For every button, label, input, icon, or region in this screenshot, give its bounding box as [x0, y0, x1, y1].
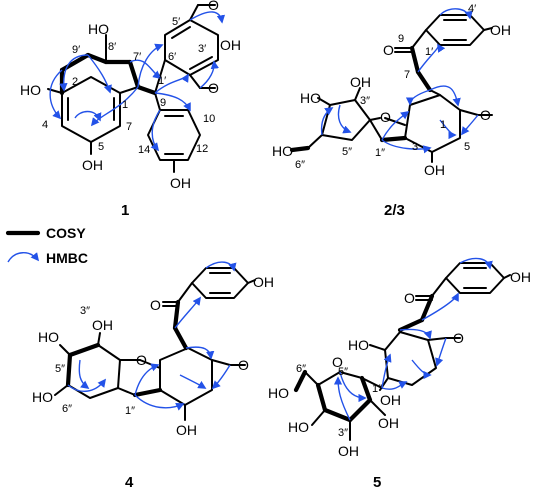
compound-4-label: 4 [125, 474, 134, 491]
c5-methoxy-o: O [453, 330, 464, 346]
c5-hmbc-arrow [459, 257, 493, 270]
c1-num: 1 [122, 99, 128, 111]
c1-num: 3′ [198, 43, 206, 55]
cosy-legend-label: COSY [46, 225, 86, 241]
c23-num: 5″ [342, 146, 352, 158]
c1-num: 8′ [108, 41, 116, 53]
c4-oh-label: OH [176, 422, 197, 438]
c1-num: 10 [203, 113, 215, 125]
c1-num: 9 [160, 97, 166, 109]
c4-num: 1″ [125, 405, 135, 417]
c23-num: 4′ [468, 3, 476, 15]
c23-num: 7 [404, 69, 410, 81]
c1-num: 7 [126, 121, 132, 133]
c5-oh-label: OH [338, 443, 359, 459]
c5-num: 5″ [338, 366, 348, 378]
c23-oh-label: OH [350, 74, 371, 90]
c4-ring-o: O [136, 352, 147, 368]
c1-oh-label: OH [220, 37, 241, 53]
legend: COSY HMBC [5, 225, 88, 266]
c5-carbonyl-o: O [404, 290, 415, 306]
c23-ring-o: O [380, 109, 391, 125]
c1-num: 2 [72, 76, 78, 88]
c23-methoxy-o: O [480, 107, 491, 123]
c5-ho-label: HO [288, 419, 309, 435]
c1-hmbc-arrow [59, 54, 89, 92]
c5-oh-label: OH [510, 269, 531, 285]
c1-methoxy-o: O [208, 0, 219, 13]
c1-num: 5 [98, 141, 104, 153]
c1-ho-label: HO [20, 82, 41, 98]
c4-ho-label: HO [38, 329, 59, 345]
c5-num: 6″ [296, 363, 306, 375]
c5-cosy-chain [419, 293, 435, 323]
c4-num: 3″ [80, 305, 90, 317]
c5-oh-label: OH [380, 392, 401, 408]
c1-num: 7′ [133, 51, 141, 63]
c1-ring-a [61, 76, 121, 143]
c1-num: 14 [138, 144, 150, 156]
c5-num: 3″ [338, 427, 348, 439]
compound-2-3-label: 2/3 [384, 202, 405, 219]
c1-methoxy-o: O [208, 80, 219, 96]
c4-hmbc-arrow [205, 261, 237, 272]
c5-ho-label: HO [268, 385, 289, 401]
c1-oh-label: OH [170, 175, 191, 191]
compound-1-label: 1 [121, 202, 129, 219]
c23-cosy-chain [409, 45, 421, 75]
c4-ho-label: HO [32, 389, 53, 405]
c23-oh-label: OH [424, 162, 445, 178]
c23-carbonyl-o: O [383, 42, 394, 58]
c1-ho-label: HO [88, 21, 109, 37]
c23-num: 3″ [360, 95, 370, 107]
c5-ho-label: HO [348, 337, 369, 353]
c1-num: 5′ [172, 16, 180, 28]
c23-num: 1 [440, 119, 446, 131]
c1-num: 4 [42, 119, 48, 131]
c23-num: 6″ [295, 159, 305, 171]
c5-oh-label: OH [378, 415, 399, 431]
c1-num: 12 [196, 143, 208, 155]
c4-carbonyl-o: O [150, 297, 161, 313]
c23-oh-label: OH [490, 22, 511, 38]
c23-ho-label: HO [272, 143, 293, 159]
c4-num: 5″ [55, 363, 65, 375]
c23-sugar-ring [321, 99, 371, 141]
c4-oh-label: OH [92, 317, 113, 333]
c4-oh-label: OH [253, 274, 274, 290]
compound-2-3-structure: O OH HO OH HO O O OH 4′ 9 1′ 7 3″ 5″ 1″ … [272, 3, 511, 178]
compound-5-label: 5 [373, 474, 381, 491]
c1-ring-b [164, 19, 219, 76]
c23-ho-label: HO [300, 90, 321, 106]
hmbc-legend-arrow [7, 252, 40, 263]
compound-1-structure: HO OH HO OH OH O O 8′ 9′ 7′ 6′ 5′ 3′ 1′ … [20, 0, 241, 191]
c23-hmbc-arrow [439, 8, 473, 20]
compound-4-structure: O OH HO OH HO O O OH 3″ 5″ 6″ 1″ [32, 261, 274, 438]
c1-num: 9′ [72, 44, 80, 56]
c4-methoxy-o: O [238, 357, 249, 373]
c4-core-ring [159, 347, 213, 406]
c23-num: 3 [412, 141, 418, 153]
c1-num: 1′ [158, 75, 166, 87]
c4-num: 6″ [62, 403, 72, 415]
c23-num: 5 [464, 141, 470, 153]
c5-num: 1″ [372, 383, 382, 395]
c23-num: 1″ [375, 147, 385, 159]
c23-num: 1′ [425, 46, 433, 58]
c1-num: 6′ [168, 51, 176, 63]
c1-oh-label: OH [82, 157, 103, 173]
c5-ring-o: O [332, 354, 343, 370]
compound-5-structure: O OH HO HO O OH HO OH OH O 6″ 5″ 1″ 3″ [268, 257, 531, 459]
c4-cosy-chain [172, 299, 181, 331]
c23-num: 9 [398, 33, 404, 45]
hmbc-legend-label: HMBC [46, 250, 88, 266]
